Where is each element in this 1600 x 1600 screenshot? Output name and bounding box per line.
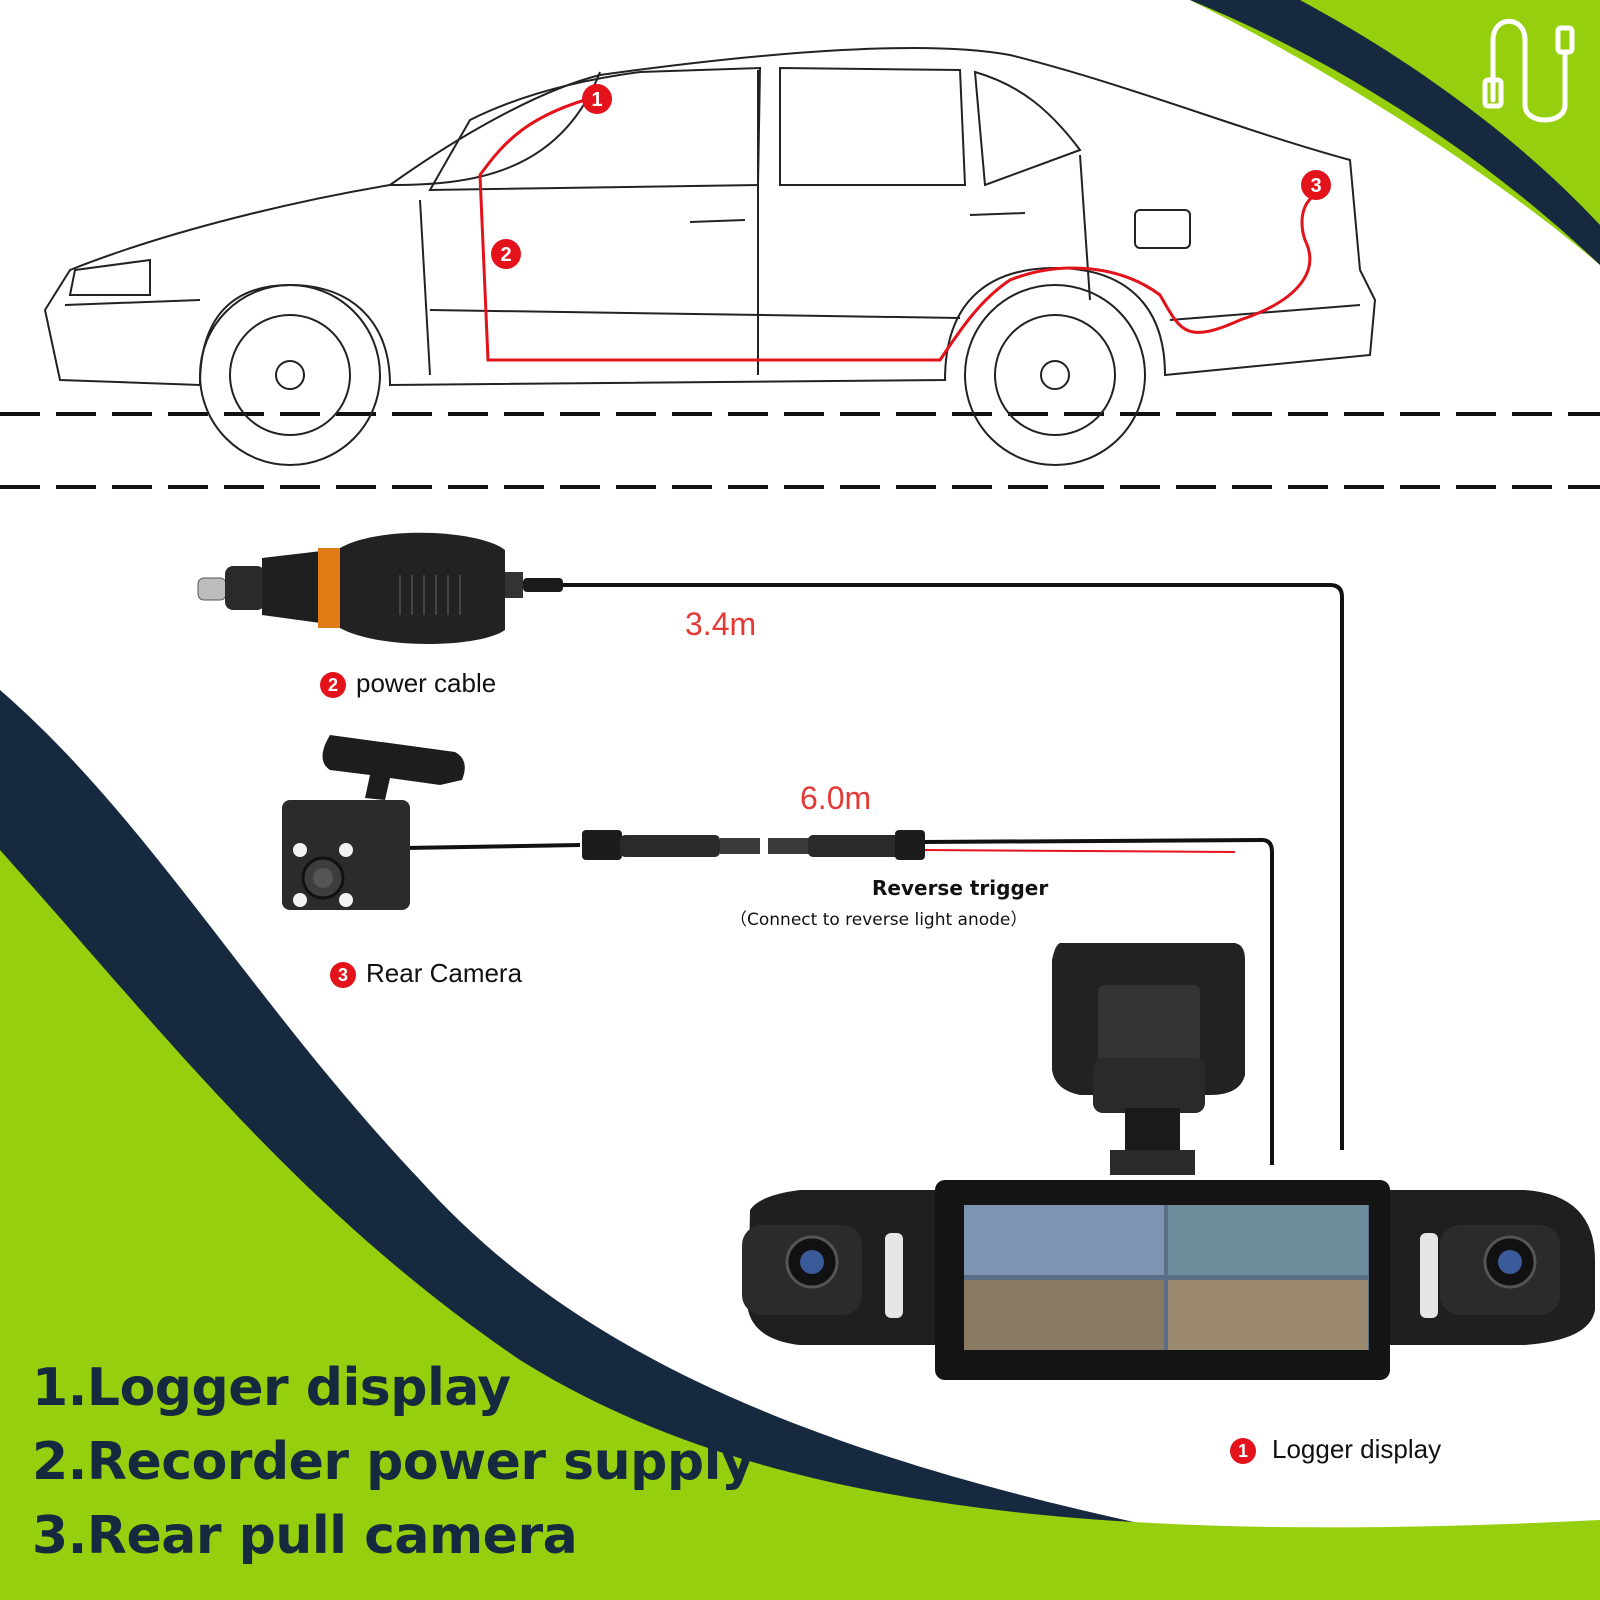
car-marker-3: 3 — [1301, 170, 1331, 200]
rear-camera-number-badge: 3 — [330, 962, 356, 988]
legend-item-1: 1.Logger display — [32, 1358, 511, 1418]
green-swoosh-bottom — [0, 850, 1600, 1600]
logger-display-label: Logger display — [1272, 1434, 1442, 1464]
power-cable-wire — [560, 583, 1344, 1150]
car-outline — [43, 46, 1377, 466]
reverse-trigger-note: （Connect to reverse light anode） — [730, 910, 1028, 930]
reverse-trigger-wire — [919, 849, 1236, 853]
reverse-trigger-title: Reverse trigger — [872, 876, 1049, 900]
green-swoosh-top — [1190, 0, 1600, 265]
rear-cable-connectors — [582, 830, 925, 860]
cable-icon — [1482, 18, 1575, 123]
rear-camera-label: Rear Camera — [366, 958, 523, 988]
rear-camera-extension-wire — [919, 837, 1274, 1165]
rear-camera-image — [282, 735, 465, 910]
dashcam-image — [742, 943, 1595, 1380]
rear-cable-length: 6.0m — [800, 780, 872, 816]
car-cable-route — [478, 95, 1316, 362]
power-cable-length: 3.4m — [685, 606, 757, 642]
power-cable-number-badge: 2 — [320, 672, 346, 698]
car-marker-2-text: 2 — [500, 244, 511, 266]
car-marker-2: 2 — [491, 239, 521, 269]
car-marker-3-text: 3 — [1310, 175, 1321, 197]
power-adapter-image — [197, 532, 563, 644]
car-marker-1-text: 1 — [591, 89, 602, 111]
rear-camera-wire — [404, 843, 581, 850]
legend-item-2: 2.Recorder power supply — [32, 1432, 755, 1492]
logger-display-number-badge: 1 — [1230, 1438, 1256, 1464]
car-marker-1: 1 — [582, 84, 612, 114]
power-cable-label: power cable — [356, 668, 497, 698]
legend-item-3: 3.Rear pull camera — [32, 1506, 578, 1566]
